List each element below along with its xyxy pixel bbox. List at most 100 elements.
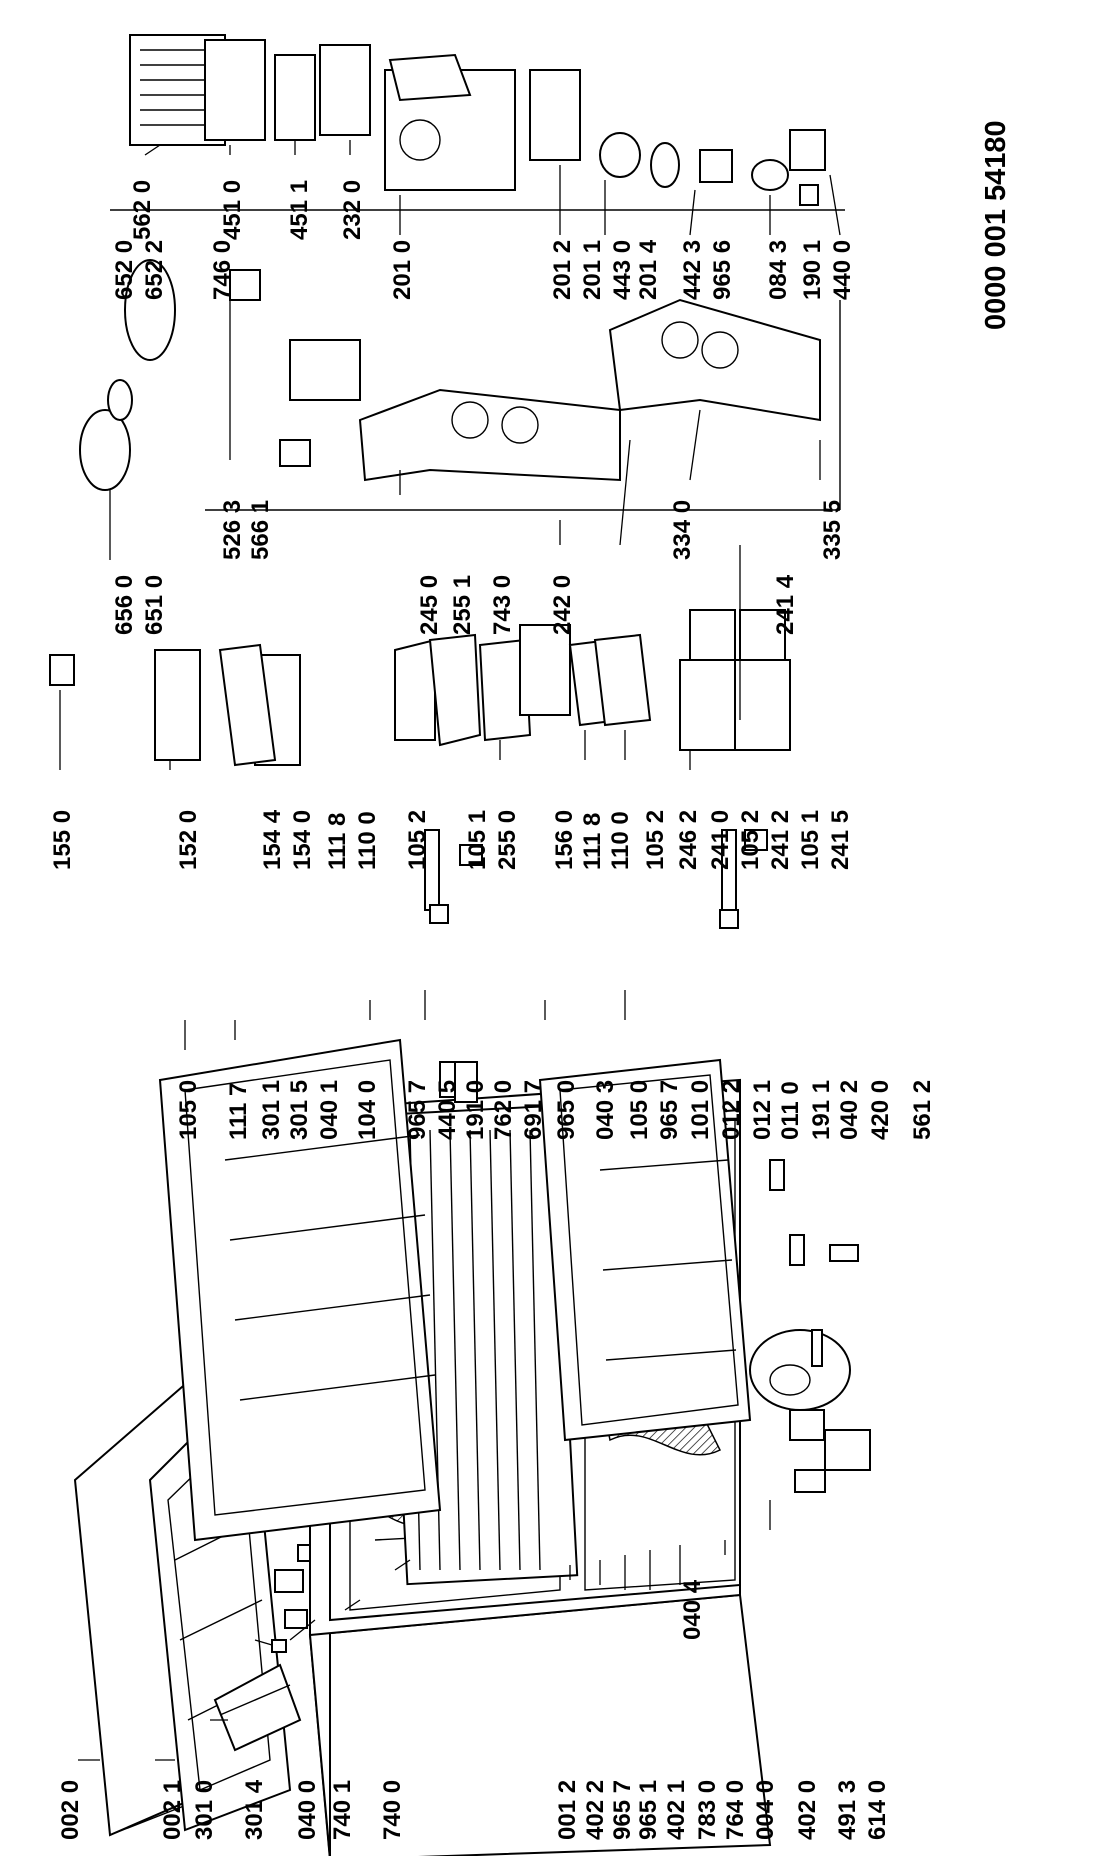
part-label: 651 0: [141, 575, 168, 635]
part-label: 440 0: [829, 240, 856, 300]
part-label: 084 3: [765, 240, 792, 300]
part-label: 402 2: [582, 1780, 609, 1840]
part-label: 191 0: [462, 1080, 489, 1140]
part-label: 965 7: [404, 1080, 431, 1140]
part-label: 004 0: [752, 1780, 779, 1840]
part-label: 562 0: [129, 180, 156, 240]
part-label: 111 8: [579, 813, 606, 870]
part-label: 614 0: [864, 1780, 891, 1840]
lower-panel-part: [608, 298, 821, 422]
plate-part: [284, 1609, 308, 1629]
part-label: 105 0: [175, 1080, 202, 1140]
part-label: 154 0: [289, 810, 316, 870]
part-label: 101 0: [687, 1080, 714, 1140]
part-label: 301 0: [191, 1780, 218, 1840]
drawing-code: 0000 001 54180: [980, 120, 1012, 330]
part-label: 002 1: [159, 1780, 186, 1840]
compressor-part: [749, 1329, 851, 1441]
part-label: 491 3: [834, 1780, 861, 1840]
lamp-holder-part: [124, 259, 176, 361]
part-label: 241 2: [767, 810, 794, 870]
part-label: 002 0: [57, 1780, 84, 1840]
part-label: 691 7: [520, 1080, 547, 1140]
part-label: 965 7: [609, 1780, 636, 1840]
part-label: 012 2: [718, 1080, 745, 1140]
part-label: 040 0: [294, 1780, 321, 1840]
egg-tray-part: [49, 654, 75, 686]
part-label: 762 0: [490, 1080, 517, 1140]
part-label: 743 0: [489, 575, 516, 635]
part-label: 242 0: [549, 575, 576, 635]
fan-blade-part: [599, 132, 641, 178]
part-label: 566 1: [247, 500, 274, 560]
handle-part: [439, 1061, 456, 1098]
part-label: 232 0: [339, 180, 366, 240]
part-label: 190 1: [799, 240, 826, 300]
part-label: 443 0: [609, 240, 636, 300]
part-label: 652 0: [111, 240, 138, 300]
part-label: 965 7: [656, 1080, 683, 1140]
part-drawings: [49, 34, 871, 1856]
part-label: 656 0: [111, 575, 138, 635]
part-label: 245 0: [416, 575, 443, 635]
part-label: 111 7: [225, 1083, 252, 1140]
hinge-part: [719, 909, 739, 929]
fuse-part: [799, 184, 819, 206]
part-label: 746 0: [209, 240, 236, 300]
relay-part: [794, 1469, 826, 1493]
part-label: 402 1: [663, 1780, 690, 1840]
fan-housing-part: [384, 53, 516, 191]
shelf-part: [478, 638, 532, 742]
part-label: 105 2: [404, 810, 431, 870]
part-number-labels: 002 0 002 1 301 0 301 4 040 0 740 1 740 …: [49, 120, 1012, 1840]
part-label: 191 1: [808, 1080, 835, 1140]
part-label: 783 0: [694, 1780, 721, 1840]
part-label: 156 0: [551, 810, 578, 870]
door-balcony-part: [154, 649, 201, 761]
part-label: 011 0: [777, 1081, 804, 1140]
leader-lines: [59, 140, 841, 1761]
part-label: 526 3: [219, 500, 246, 560]
part-label: 965 1: [635, 1780, 662, 1840]
bracket-part: [789, 1234, 805, 1266]
damper-part: [751, 159, 789, 191]
part-label: 105 0: [626, 1080, 653, 1140]
part-label: 301 5: [286, 1080, 313, 1140]
part-label: 241 0: [707, 810, 734, 870]
hinge-part: [744, 829, 768, 851]
part-label: 652 2: [141, 240, 168, 300]
clip-part: [271, 1639, 287, 1653]
drawer-part: [519, 624, 571, 716]
control-panel-part: [229, 269, 621, 482]
relay-part: [824, 1429, 871, 1471]
part-label: 451 0: [219, 180, 246, 240]
freezer-door-part: [158, 1038, 442, 1542]
heater-part: [529, 69, 581, 161]
plate-part: [274, 1569, 304, 1593]
tube-part: [811, 1329, 823, 1367]
part-label: 241 4: [772, 574, 799, 635]
part-label: 154 4: [259, 809, 286, 870]
part-label: 241 5: [827, 810, 854, 870]
hinge-part: [429, 904, 449, 924]
part-label: 105 1: [464, 810, 491, 870]
sensor-part: [699, 149, 733, 183]
part-label: 110 0: [607, 811, 634, 870]
part-label: 255 0: [494, 810, 521, 870]
part-label: 040 2: [836, 1080, 863, 1140]
part-label: 110 0: [354, 811, 381, 870]
shelf-part: [428, 633, 482, 747]
part-label: 111 8: [324, 813, 351, 870]
part-label: 740 1: [329, 1780, 356, 1840]
part-label: 001 2: [554, 1780, 581, 1840]
rail-part: [213, 1663, 302, 1752]
crisper-drawer-part: [689, 609, 736, 661]
part-label: 201 2: [549, 240, 576, 300]
part-label: 040 1: [316, 1080, 343, 1140]
lamp-cover-part: [79, 409, 131, 491]
part-label: 965 0: [553, 1080, 580, 1140]
lamp-part: [107, 379, 133, 421]
part-label: 201 0: [389, 240, 416, 300]
shelf-part: [394, 638, 436, 741]
evaporator-part: [129, 34, 371, 146]
